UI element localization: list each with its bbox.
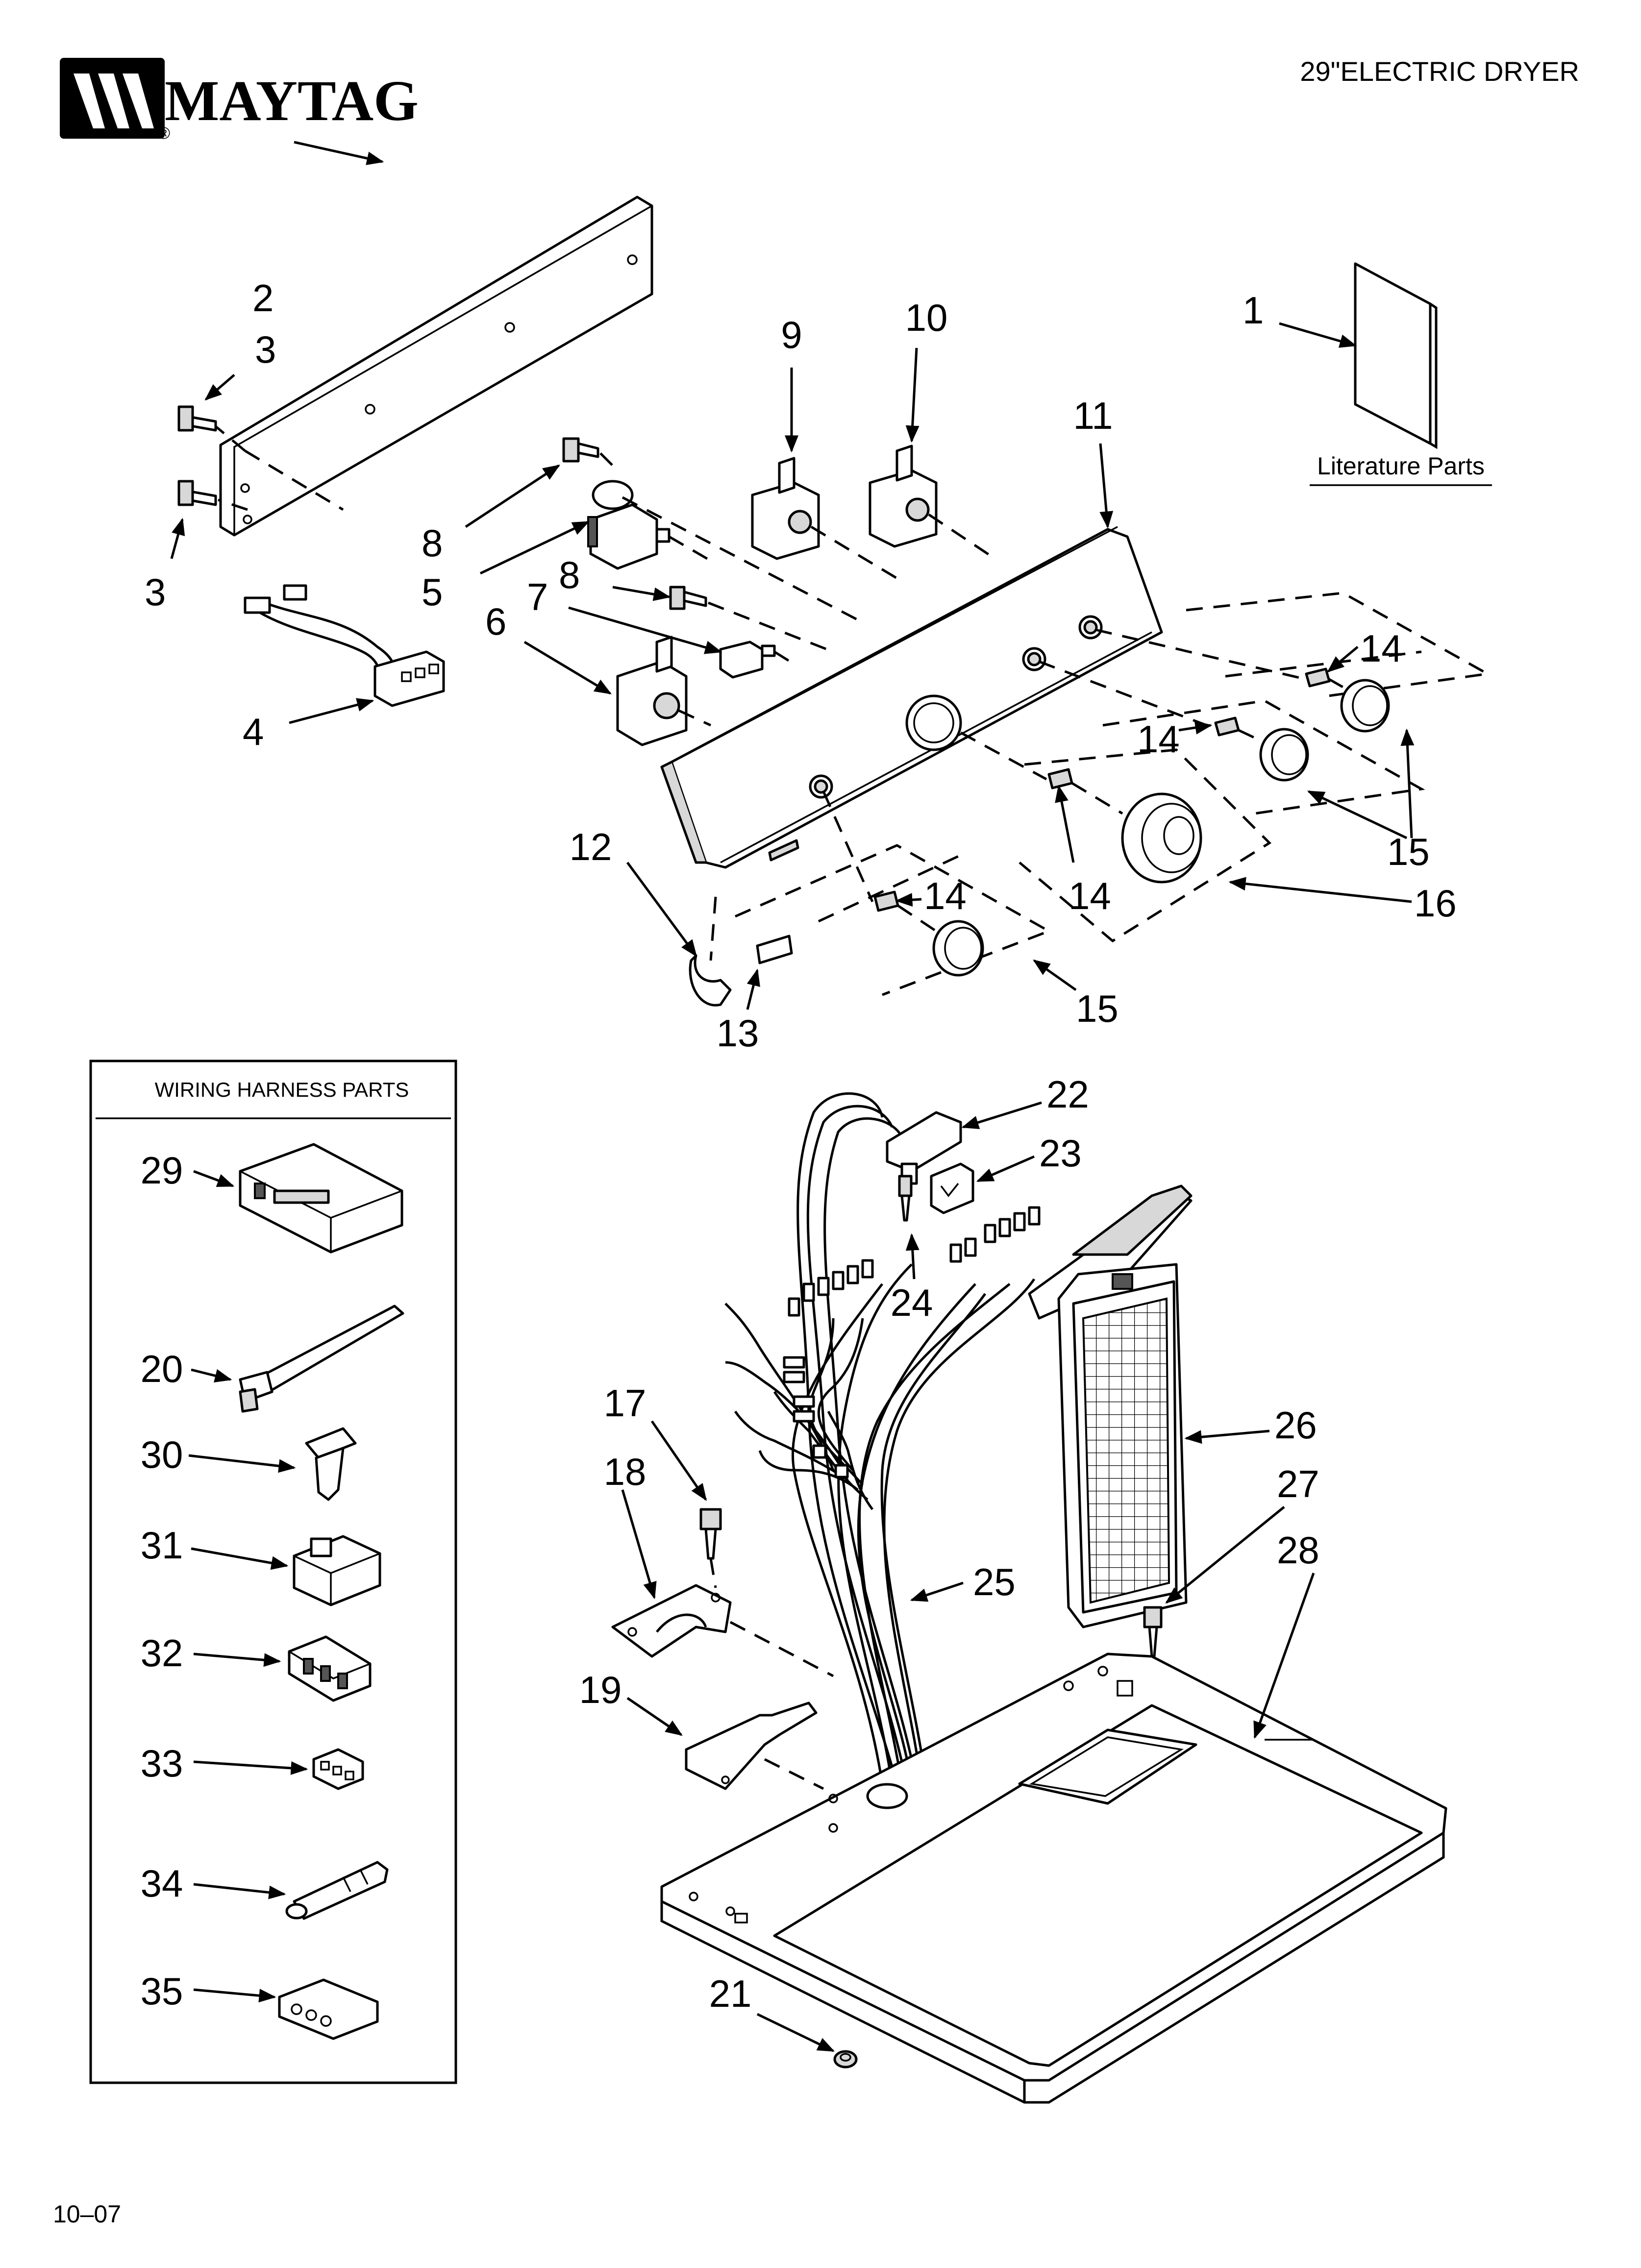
wiring-box-frame <box>89 1060 457 2084</box>
connector-block-29-icon <box>193 1143 403 1254</box>
callout-15: 15 <box>1387 830 1430 873</box>
screw-17 <box>650 1420 722 1588</box>
model-title: 29"ELECTRIC DRYER <box>1300 56 1579 87</box>
rear-bracket <box>219 141 653 537</box>
wiring-box-title: WIRING HARNESS PARTS <box>155 1078 409 1101</box>
wiring-harness-parts-box: WIRING HARNESS PARTS <box>89 1060 457 2084</box>
wire-harness-4 <box>244 584 445 724</box>
connector-35-icon <box>193 1978 379 2040</box>
callout-28: 28 <box>1277 1528 1319 1572</box>
callout-7: 7 <box>527 575 548 618</box>
push-switch-7 <box>568 606 795 679</box>
callout-9: 9 <box>781 313 802 356</box>
callout-8: 8 <box>559 553 580 596</box>
callout-17: 17 <box>604 1381 646 1425</box>
registered-mark: ® <box>158 124 170 143</box>
knob-15-upper-right <box>1095 628 1390 733</box>
lint-screen-mesh <box>1082 1297 1170 1604</box>
label-tab-13 <box>746 935 793 1010</box>
lint-screen-26 <box>1028 1184 1270 1628</box>
callout-15: 15 <box>1076 987 1119 1030</box>
callout-14: 14 <box>1137 717 1180 761</box>
callout-31: 31 <box>141 1524 183 1567</box>
callout-18: 18 <box>604 1450 646 1493</box>
callout-14: 14 <box>1360 627 1403 670</box>
knob-clip-14-icon <box>1305 667 1331 688</box>
callout-27: 27 <box>1277 1462 1319 1505</box>
knob-clip-14-icon <box>1047 768 1073 789</box>
callout-8: 8 <box>422 521 443 565</box>
callout-labels: 1 2 3 3 4 5 6 7 8 8 9 10 11 12 13 14 14 … <box>141 276 1457 2015</box>
callout-22: 22 <box>1046 1073 1089 1116</box>
screw-3-lower <box>177 480 248 511</box>
logo-m-stripes-icon <box>74 74 154 128</box>
callout-23: 23 <box>1039 1132 1082 1175</box>
callout-21: 21 <box>709 1972 752 2015</box>
screw-8-lower <box>612 586 834 653</box>
callout-32: 32 <box>141 1631 183 1675</box>
push-clip-30-icon <box>188 1427 357 1501</box>
callout-5: 5 <box>422 570 443 614</box>
date-code: 10–07 <box>53 2200 121 2228</box>
callout-26: 26 <box>1274 1404 1317 1447</box>
callout-25: 25 <box>973 1560 1016 1603</box>
switch-9 <box>751 368 898 580</box>
mounting-bracket-23 <box>930 1155 1035 1214</box>
main-wire-harness-25 <box>724 1092 1041 1784</box>
callout-3: 3 <box>145 570 166 614</box>
callout-24: 24 <box>891 1281 933 1324</box>
callout-14: 14 <box>924 874 967 917</box>
callout-4: 4 <box>243 710 264 753</box>
maytag-logo: MAYTAG ® <box>60 58 419 143</box>
cable-tie-20-icon <box>191 1305 404 1413</box>
timer-5 <box>479 480 864 624</box>
timer-knob-16 <box>960 731 1412 903</box>
selector-switch-6 <box>523 636 712 746</box>
callout-29: 29 <box>141 1149 183 1192</box>
screw-8-upper <box>465 437 619 528</box>
control-console-11 <box>660 443 1163 869</box>
callout-12: 12 <box>570 825 612 868</box>
literature-booklet-icon <box>1354 262 1432 445</box>
bracket-18 <box>611 1489 834 1677</box>
callout-14: 14 <box>1069 874 1111 917</box>
callout-2: 2 <box>252 276 274 320</box>
knob-15-lower-left <box>822 790 1077 991</box>
switch-10 <box>869 347 996 560</box>
terminal-housing-32-icon <box>193 1635 372 1702</box>
terminal-34-icon <box>193 1861 389 1920</box>
bracket-19 <box>626 1697 824 1790</box>
literature-parts-group: Literature Parts <box>1279 262 1492 486</box>
callout-35: 35 <box>141 1970 183 2013</box>
foot-21 <box>756 2013 858 2069</box>
knob-clip-14-icon <box>873 890 899 912</box>
callout-10: 10 <box>905 296 948 339</box>
connector-33-icon <box>193 1748 364 1790</box>
callout-16: 16 <box>1414 882 1457 925</box>
callout-6: 6 <box>485 600 506 643</box>
callout-20: 20 <box>141 1347 183 1390</box>
knob-15-middle <box>1039 660 1309 782</box>
callout-11: 11 <box>1073 394 1113 437</box>
callout-34: 34 <box>141 1862 183 1905</box>
knob-clip-14-icon <box>1214 716 1240 737</box>
callout-1: 1 <box>1243 289 1264 332</box>
callout-19: 19 <box>579 1668 622 1711</box>
terminal-housing-31-icon <box>191 1535 381 1606</box>
top-panel-28 <box>660 1573 1447 2104</box>
callout-3: 3 <box>255 328 276 371</box>
screw-24 <box>898 1175 920 1280</box>
screw-3-upper <box>177 405 246 452</box>
callout-13: 13 <box>717 1011 759 1055</box>
literature-parts-label: Literature Parts <box>1317 452 1485 480</box>
clip-12 <box>626 862 732 1007</box>
brand-name: MAYTAG <box>165 69 419 133</box>
callout-30: 30 <box>141 1433 183 1476</box>
callout-33: 33 <box>141 1742 183 1785</box>
